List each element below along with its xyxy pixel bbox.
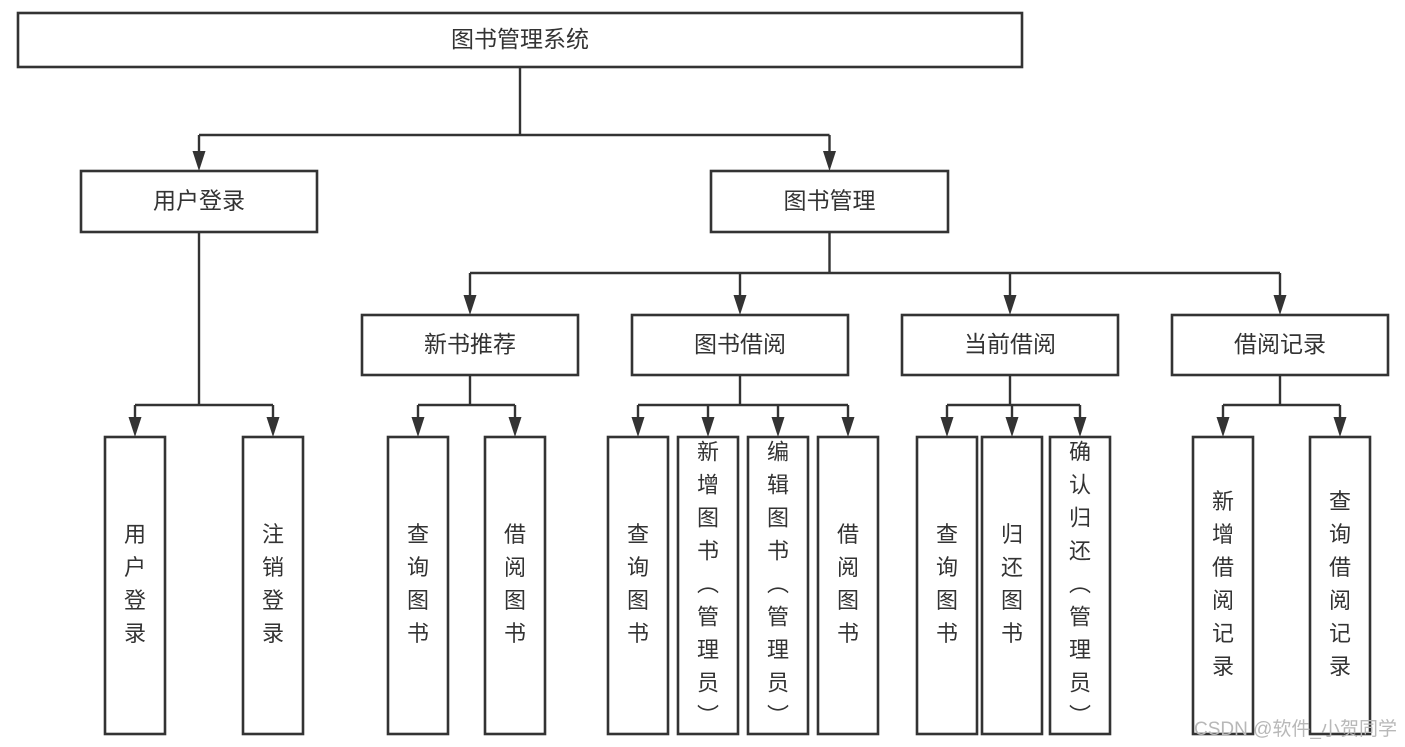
node-label-leaf-bw-query: 查询图书 — [627, 522, 649, 646]
node-label-leaf-cur-confirm: 确认归还︵管理员︶ — [1069, 439, 1091, 728]
node-box-login[interactable] — [79, 169, 319, 234]
node-newbook[interactable]: 新书推荐 — [360, 313, 580, 377]
arrow-head-icon — [266, 417, 280, 437]
node-bookmgmt[interactable]: 图书管理 — [709, 169, 950, 234]
node-label-leaf-bw-add: 新增图书︵管理员︶ — [697, 439, 719, 728]
node-leaf-nb-query[interactable]: 查询图书 — [386, 435, 450, 736]
node-box-leaf-bw-edit[interactable] — [746, 435, 810, 736]
connector-group-current — [940, 375, 1087, 437]
arrow-head-icon — [1333, 417, 1347, 437]
node-box-borrow[interactable] — [630, 313, 850, 377]
node-label-leaf-bw-edit: 编辑图书︵管理员︶ — [767, 439, 789, 728]
node-current[interactable]: 当前借阅 — [900, 313, 1120, 377]
node-box-leaf-user-logout[interactable] — [241, 435, 305, 736]
node-box-leaf-bw-borrow[interactable] — [816, 435, 880, 736]
node-box-leaf-nb-borrow[interactable] — [483, 435, 547, 736]
arrow-head-icon — [823, 151, 836, 171]
node-leaf-cur-query[interactable]: 查询图书 — [915, 435, 979, 736]
connector-group-login — [128, 232, 280, 437]
node-leaf-bw-edit[interactable]: 编辑图书︵管理员︶ — [746, 435, 810, 736]
node-leaf-bw-add[interactable]: 新增图书︵管理员︶ — [676, 435, 740, 736]
node-label-leaf-user-login: 用户登录 — [124, 522, 146, 646]
node-label-newbook: 新书推荐 — [424, 331, 516, 357]
node-leaf-user-logout[interactable]: 注销登录 — [241, 435, 305, 736]
node-label-leaf-rec-query: 查询借阅记录 — [1329, 489, 1351, 679]
node-box-leaf-nb-query[interactable] — [386, 435, 450, 736]
arrow-head-icon — [1005, 417, 1019, 437]
node-box-leaf-cur-return[interactable] — [980, 435, 1044, 736]
node-box-current[interactable] — [900, 313, 1120, 377]
node-label-leaf-cur-return: 归还图书 — [1001, 522, 1023, 646]
node-box-leaf-bw-query[interactable] — [606, 435, 670, 736]
node-root[interactable]: 图书管理系统 — [16, 11, 1024, 69]
node-box-root[interactable] — [16, 11, 1024, 69]
arrow-head-icon — [1273, 295, 1287, 315]
node-leaf-bw-query[interactable]: 查询图书 — [606, 435, 670, 736]
node-label-bookmgmt: 图书管理 — [784, 188, 876, 214]
arrow-head-icon — [841, 417, 855, 437]
node-leaf-cur-confirm[interactable]: 确认归还︵管理员︶ — [1048, 435, 1112, 736]
watermark-label: CSDN @软件_小贺同学 — [1194, 719, 1397, 740]
node-box-leaf-bw-add[interactable] — [676, 435, 740, 736]
node-label-current: 当前借阅 — [964, 331, 1056, 357]
arrow-head-icon — [631, 417, 645, 437]
arrow-head-icon — [463, 295, 477, 315]
arrow-head-icon — [508, 417, 522, 437]
node-box-records[interactable] — [1170, 313, 1390, 377]
node-leaf-cur-return[interactable]: 归还图书 — [980, 435, 1044, 736]
node-box-leaf-cur-confirm[interactable] — [1048, 435, 1112, 736]
node-label-leaf-nb-borrow: 借阅图书 — [504, 522, 526, 646]
node-box-bookmgmt[interactable] — [709, 169, 950, 234]
node-leaf-rec-add[interactable]: 新增借阅记录 — [1191, 435, 1255, 736]
connector-group-records — [1216, 375, 1347, 437]
arrow-head-icon — [1216, 417, 1230, 437]
arrow-head-icon — [192, 151, 206, 171]
arrow-head-icon — [1073, 417, 1087, 437]
arrow-head-icon — [733, 295, 747, 315]
node-label-leaf-rec-add: 新增借阅记录 — [1212, 489, 1234, 679]
node-box-newbook[interactable] — [360, 313, 580, 377]
node-records[interactable]: 借阅记录 — [1170, 313, 1390, 377]
arrow-head-icon — [771, 417, 785, 437]
node-layer: 图书管理系统用户登录图书管理新书推荐图书借阅当前借阅借阅记录用户登录注销登录查询… — [16, 11, 1390, 736]
node-label-login: 用户登录 — [153, 188, 245, 214]
arrow-head-icon — [128, 417, 142, 437]
node-label-leaf-bw-borrow: 借阅图书 — [837, 522, 859, 646]
connector-group-newbook — [411, 375, 522, 437]
node-label-borrow: 图书借阅 — [694, 331, 786, 357]
connector-group-bookmgmt — [463, 232, 1287, 315]
node-box-leaf-cur-query[interactable] — [915, 435, 979, 736]
node-label-leaf-user-logout: 注销登录 — [262, 522, 284, 646]
connector-group-borrow — [631, 375, 855, 437]
arrow-head-icon — [411, 417, 425, 437]
node-borrow[interactable]: 图书借阅 — [630, 313, 850, 377]
node-leaf-bw-borrow[interactable]: 借阅图书 — [816, 435, 880, 736]
node-box-leaf-user-login[interactable] — [103, 435, 167, 736]
connector-group-root — [192, 67, 836, 171]
node-leaf-user-login[interactable]: 用户登录 — [103, 435, 167, 736]
node-box-leaf-rec-query[interactable] — [1308, 435, 1372, 736]
connector-layer — [128, 67, 1347, 437]
node-leaf-rec-query[interactable]: 查询借阅记录 — [1308, 435, 1372, 736]
node-leaf-nb-borrow[interactable]: 借阅图书 — [483, 435, 547, 736]
node-box-leaf-rec-add[interactable] — [1191, 435, 1255, 736]
arrow-head-icon — [940, 417, 954, 437]
node-label-records: 借阅记录 — [1234, 331, 1326, 357]
node-label-leaf-nb-query: 查询图书 — [407, 522, 429, 646]
arrow-head-icon — [1003, 295, 1017, 315]
arrow-head-icon — [701, 417, 715, 437]
node-label-leaf-cur-query: 查询图书 — [936, 522, 958, 646]
node-login[interactable]: 用户登录 — [79, 169, 319, 234]
node-label-root: 图书管理系统 — [451, 26, 589, 52]
